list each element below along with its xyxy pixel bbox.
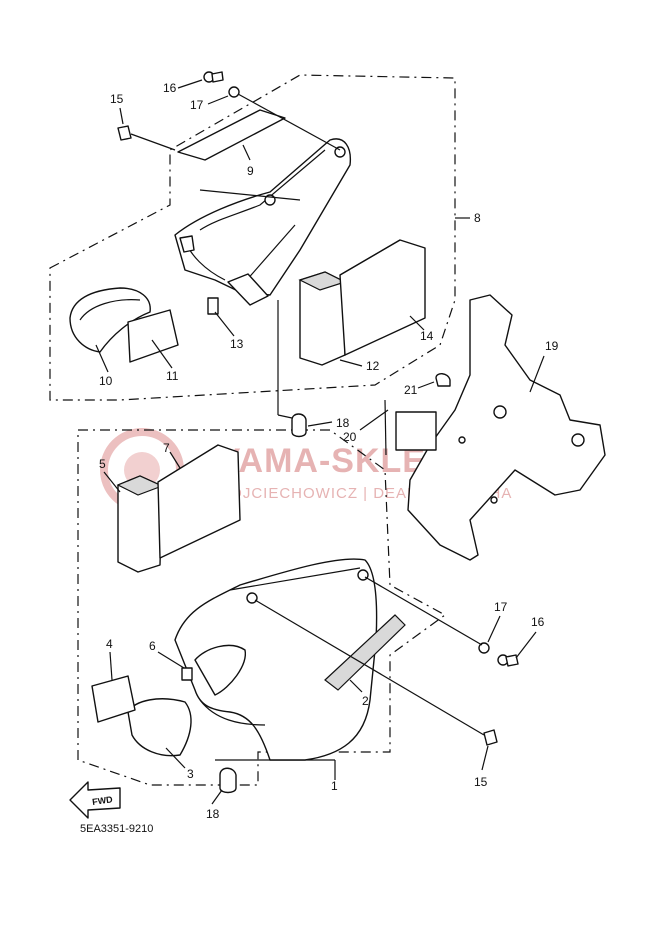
part-16-bolt-lower [497,654,519,667]
leader-lines [95,79,545,805]
part-10-cover [69,287,151,353]
callout-18-lower: 18 [206,807,220,821]
callout-13: 13 [230,337,244,351]
callout-16-upper: 16 [163,81,177,95]
part-15-bolt-upper [117,125,176,151]
callout-10: 10 [99,374,113,388]
part-5-block [116,475,164,573]
part-18-grommet-upper [291,413,307,438]
callout-17-upper: 17 [190,98,204,112]
callout-11: 11 [166,369,179,383]
part-19-plate [407,294,606,561]
callout-15-lower: 15 [474,775,488,789]
callout-2: 2 [362,694,369,708]
part-17-washer-lower [478,642,490,654]
fwd-label: FWD [92,794,114,807]
part-14-block [339,239,426,356]
callout-numbers: 1 2 3 4 5 6 7 8 9 10 11 12 13 14 15 15 1… [99,81,559,821]
part-3-cover [127,698,192,757]
callout-8: 8 [474,211,481,225]
callout-12: 12 [366,359,380,373]
callout-21: 21 [404,383,418,397]
callout-15-upper: 15 [110,92,124,106]
part-20-tie [384,399,387,456]
upper-side-cover [174,138,352,306]
callout-1: 1 [331,779,338,793]
part-11-plate [127,309,179,363]
callout-14: 14 [420,329,434,343]
callout-20: 20 [343,430,357,444]
callout-9: 9 [247,164,254,178]
part-16-bolt-upper [203,71,224,83]
callout-6: 6 [149,639,156,653]
part-13-clip [207,297,219,315]
part-15-bolt-lower [483,729,498,746]
main-side-cover [174,558,406,761]
part-17-washer-upper [228,86,240,98]
callout-16-lower: 16 [531,615,545,629]
part-6-clip [181,667,193,681]
lower-assembly-outline [77,429,447,786]
callout-7: 7 [163,441,170,455]
callout-5: 5 [99,457,106,471]
callout-18-upper: 18 [336,416,350,430]
callout-4: 4 [106,637,113,651]
part-12-block [298,271,347,366]
part-7-block [157,444,241,559]
fwd-arrow-icon: FWD [69,781,121,819]
part-18-grommet-lower [219,767,237,794]
part-9-bracket [177,109,286,161]
part-4-plate [91,675,136,723]
callout-3: 3 [187,767,194,781]
callout-19: 19 [545,339,559,353]
callout-17-lower: 17 [494,600,508,614]
part-21-bolt [435,373,451,387]
diagram-code: 5EA3351-9210 [80,823,153,835]
